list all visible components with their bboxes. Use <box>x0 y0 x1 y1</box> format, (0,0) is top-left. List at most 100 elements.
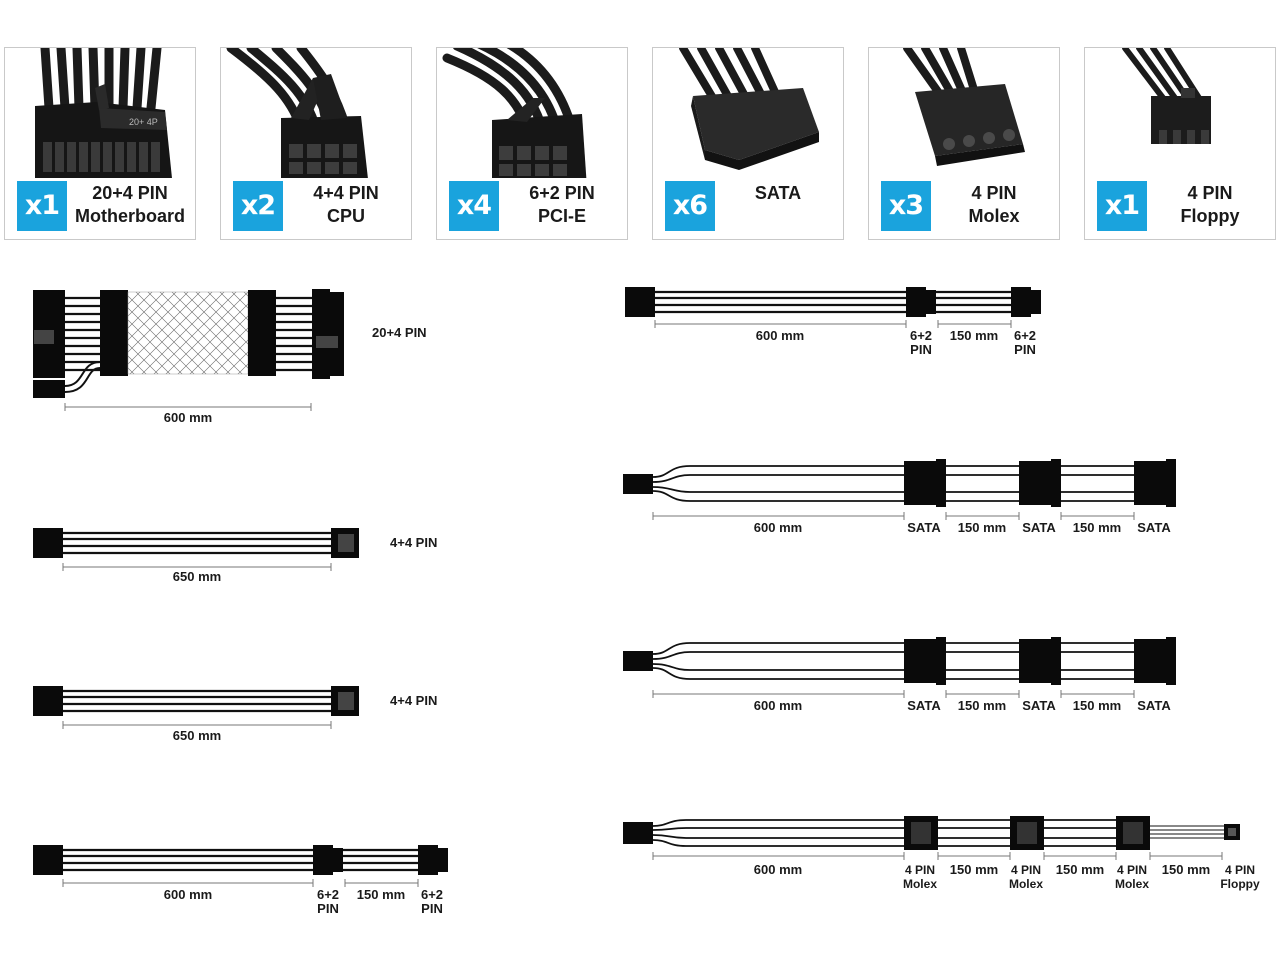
connector-title-line2: Molex <box>968 206 1020 226</box>
connector-print-text: 20+ 4P <box>129 117 158 127</box>
connector-card-floppy: x1 4 PIN Floppy <box>1084 47 1276 240</box>
connector-title-line1: 4 PIN <box>1187 183 1233 203</box>
motherboard-cable: 20+4 PIN 600 mm <box>33 289 427 425</box>
cpu2-source-connector <box>33 686 63 716</box>
pcie-left-length-label: 600 mm <box>164 887 212 902</box>
mb-cable-comb <box>248 290 276 376</box>
pcie-8pin-connector-icon <box>442 48 587 178</box>
sata2-length-label: 600 mm <box>754 698 802 713</box>
sata1-conn1-label: SATA <box>907 520 941 535</box>
atx-24pin-connector-icon: 20+ 4P <box>35 48 172 178</box>
connector-card-sata: x6 SATA <box>652 47 844 240</box>
connector-title: 4 PIN Floppy <box>1147 182 1273 228</box>
pcie-right-ext-length-label: 150 mm <box>950 328 998 343</box>
pcie-left-ext-length-label: 150 mm <box>357 887 405 902</box>
molex-conn2-label-a: 4 PIN <box>1011 863 1041 877</box>
connector-title-line2: PCI-E <box>537 206 586 226</box>
mb-source-connector <box>33 290 65 378</box>
connector-title: 4 PIN Molex <box>931 182 1057 228</box>
sata2-source-connector <box>623 651 653 671</box>
sata1-connector-1 <box>904 459 946 507</box>
sata2-conn2-label: SATA <box>1022 698 1056 713</box>
mb-4pin-split-connector <box>33 361 101 398</box>
sata-cable-2: 600 mm 150 mm 150 mm SATA SATA SATA <box>623 637 1176 713</box>
quantity-badge: x6 <box>665 181 715 231</box>
quantity-badge: x1 <box>1097 181 1147 231</box>
sata1-conn2-label: SATA <box>1022 520 1056 535</box>
pcie-right-conn1-label-a: 6+2 <box>910 328 932 343</box>
sata-connector-icon <box>679 48 819 170</box>
mb-length-label: 600 mm <box>164 410 212 425</box>
mb-24pin-end-connector <box>312 289 344 379</box>
connector-title: SATA <box>715 182 841 205</box>
sata2-seg1-length-label: 150 mm <box>958 698 1006 713</box>
mb-cable-comb <box>100 290 128 376</box>
pcie-left-conn1-label-a: 6+2 <box>317 887 339 902</box>
molex-cable: 600 mm 150 mm 150 mm 150 mm 4 PIN Molex … <box>623 816 1260 891</box>
mb-end-label: 20+4 PIN <box>372 325 427 340</box>
connector-card-cpu: x2 4+4 PIN CPU <box>220 47 412 240</box>
sata2-connector-3 <box>1134 637 1176 685</box>
molex-connector-1 <box>904 816 938 850</box>
pcie-right-connector-1 <box>906 287 936 317</box>
sata2-conn3-label: SATA <box>1137 698 1171 713</box>
pcie-right-connector-2 <box>1011 287 1041 317</box>
floppy-label-a: 4 PIN <box>1225 863 1255 877</box>
pcie-right-conn2-label-b: PIN <box>1014 342 1036 357</box>
quantity-badge: x2 <box>233 181 283 231</box>
sata2-connector-2 <box>1019 637 1061 685</box>
pcie-left-connector-2 <box>418 845 448 875</box>
molex-seg3-length-label: 150 mm <box>1162 862 1210 877</box>
sata2-connector-1 <box>904 637 946 685</box>
sata1-seg1-length-label: 150 mm <box>958 520 1006 535</box>
connector-card-pcie: x4 6+2 PIN PCI-E <box>436 47 628 240</box>
cpu1-end-label: 4+4 PIN <box>390 535 437 550</box>
connector-title-line2: Motherboard <box>75 206 185 226</box>
molex-conn3-label-a: 4 PIN <box>1117 863 1147 877</box>
pcie-left-conn1-label-b: PIN <box>317 901 339 916</box>
floppy-label-b: Floppy <box>1220 877 1260 891</box>
connector-title-line1: 6+2 PIN <box>529 183 595 203</box>
molex-seg2-length-label: 150 mm <box>1056 862 1104 877</box>
sata1-conn3-label: SATA <box>1137 520 1171 535</box>
quantity-badge: x3 <box>881 181 931 231</box>
sata2-seg2-length-label: 150 mm <box>1073 698 1121 713</box>
sata1-connector-3 <box>1134 459 1176 507</box>
sata1-length-label: 600 mm <box>754 520 802 535</box>
sata1-connector-2 <box>1019 459 1061 507</box>
molex-connector-3 <box>1116 816 1150 850</box>
molex-source-connector <box>623 822 653 844</box>
quantity-badge: x4 <box>449 181 499 231</box>
floppy-end-connector <box>1224 824 1240 840</box>
cpu-cable-2: 4+4 PIN 650 mm <box>33 686 437 743</box>
cpu1-end-connector <box>331 528 359 558</box>
pcie-left-connector-1 <box>313 845 343 875</box>
pcie-left-conn2-label-a: 6+2 <box>421 887 443 902</box>
molex-length-label: 600 mm <box>754 862 802 877</box>
mb-sleeved-section <box>127 291 249 375</box>
pcie-left-conn2-label-b: PIN <box>421 901 443 916</box>
cpu1-source-connector <box>33 528 63 558</box>
sata1-source-connector <box>623 474 653 494</box>
connector-title: 6+2 PIN PCI-E <box>499 182 625 228</box>
molex-connector-icon <box>903 48 1025 166</box>
sata2-conn1-label: SATA <box>907 698 941 713</box>
connector-card-motherboard: 20+ 4P x1 20+4 PIN Motherboard <box>4 47 196 240</box>
cpu2-end-connector <box>331 686 359 716</box>
floppy-connector-icon <box>1122 48 1211 144</box>
molex-conn2-label-b: Molex <box>1009 877 1043 891</box>
connector-title-line2: CPU <box>326 206 365 226</box>
cpu2-end-label: 4+4 PIN <box>390 693 437 708</box>
connector-title-line1: 20+4 PIN <box>92 183 168 203</box>
connector-title: 20+4 PIN Motherboard <box>67 182 193 228</box>
connector-title: 4+4 PIN CPU <box>283 182 409 228</box>
sata-cable-1: 600 mm 150 mm 150 mm SATA SATA SATA <box>623 459 1176 535</box>
eps-8pin-connector-icon <box>226 48 368 178</box>
pcie-cable-right: 600 mm 150 mm 6+2 PIN 6+2 PIN <box>625 287 1041 357</box>
pcie-right-source-connector <box>625 287 655 317</box>
cpu2-length-label: 650 mm <box>173 728 221 743</box>
connector-title-line1: 4 PIN <box>971 183 1017 203</box>
pcie-left-source-connector <box>33 845 63 875</box>
molex-conn1-label-b: Molex <box>903 877 937 891</box>
pcie-cable-left: 600 mm 150 mm 6+2 PIN 6+2 PIN <box>33 845 448 916</box>
